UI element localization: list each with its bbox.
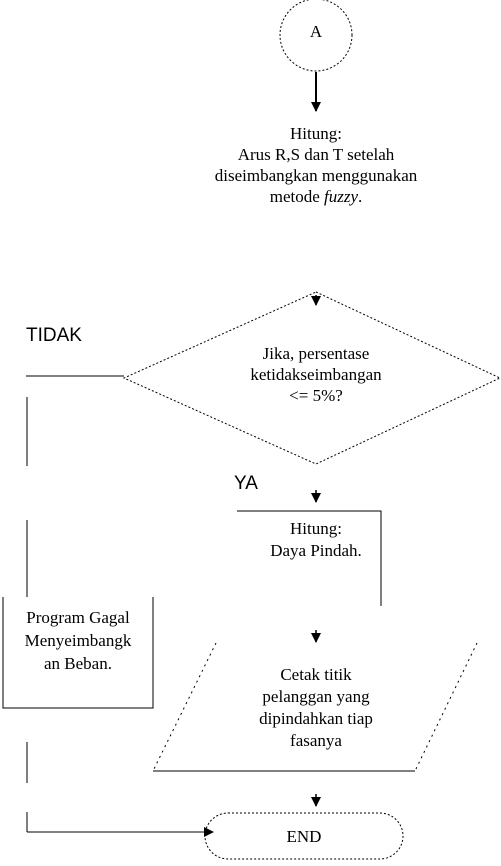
decision-line-3: <= 5%? <box>289 386 343 405</box>
hitung-arus-line-3: diseimbangkan menggunakan <box>214 166 418 185</box>
hitung-arus-line-4: metode fuzzy. <box>196 186 436 207</box>
connector-a-circle <box>279 0 353 72</box>
daya-pindah-line-1: Hitung: <box>290 519 342 538</box>
cetak-line-1: Cetak titik <box>280 665 352 684</box>
branch-no-label: TIDAK <box>26 325 82 346</box>
daya-pindah-line-2: Daya Pindah. <box>270 541 362 560</box>
process-gagal-box <box>2 597 154 709</box>
cetak-line-4: fasanya <box>290 731 342 750</box>
process-daya-pindah-box <box>237 510 382 606</box>
hitung-arus-line-2: Arus R,S dan T setelah <box>237 145 395 164</box>
terminator-end-label: END <box>286 827 322 846</box>
gagal-line-1: Program Gagal <box>26 608 130 627</box>
hitung-arus-line-4-prefix: metode <box>269 187 325 206</box>
output-cetak-left-edge <box>152 642 217 772</box>
gagal-line-2: Menyeimbangk <box>24 631 132 650</box>
output-cetak-right-edge <box>414 642 478 772</box>
branch-yes-label: YA <box>234 473 258 494</box>
cetak-line-3: dipindahkan tiap <box>259 709 373 728</box>
connector-a-label: A <box>309 22 323 41</box>
fuzzy-term: fuzzy <box>324 187 359 206</box>
gagal-line-3: an Beban. <box>44 654 112 673</box>
terminator-end-shape <box>204 812 404 860</box>
decision-line-1: Jika, persentase <box>262 344 370 363</box>
decision-line-2: ketidakseimbangan <box>250 365 382 384</box>
hitung-arus-line-1: Hitung: <box>290 124 342 143</box>
hitung-arus-line-4-suffix: . <box>358 187 363 206</box>
cetak-line-2: pelanggan yang <box>262 687 370 706</box>
